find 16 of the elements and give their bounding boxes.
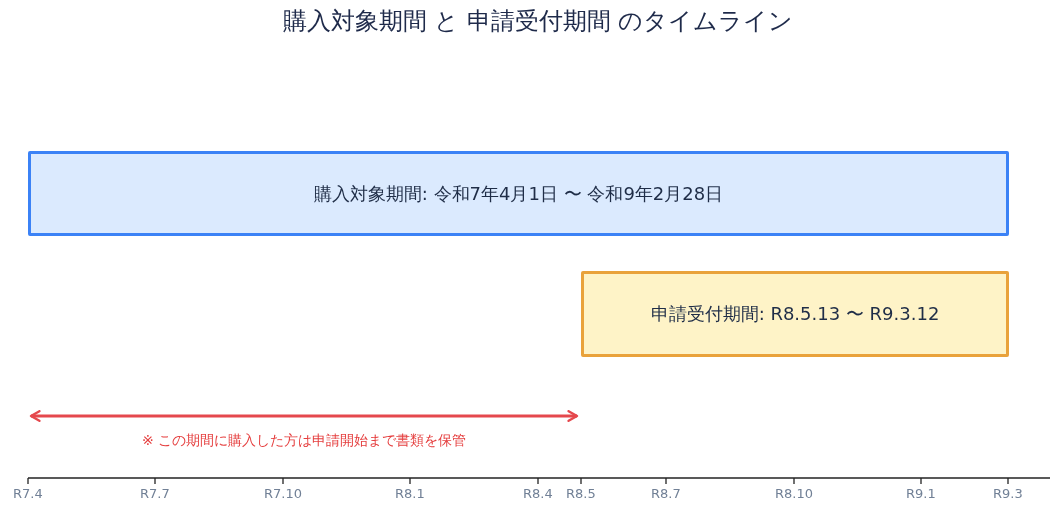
tick-label: R7.10: [264, 486, 302, 501]
tick-label: R8.7: [651, 486, 681, 501]
period-bar: [28, 151, 1009, 236]
tick-label: R9.1: [906, 486, 936, 501]
tick-label: R8.4: [523, 486, 553, 501]
tick-label: R8.1: [395, 486, 425, 501]
period-label: 申請受付期間: R8.5.13 〜 R9.3.12: [650, 302, 940, 326]
tick-label: R7.7: [140, 486, 170, 501]
tick-label: R8.10: [775, 486, 813, 501]
period-bar: [581, 271, 1009, 357]
tick-label: R9.3: [993, 486, 1023, 501]
note-text: ※ この期間に購入した方は申請開始まで書類を保管: [142, 432, 467, 450]
chart-title: 購入対象期間 と 申請受付期間 のタイムライン: [282, 6, 794, 37]
tick-label: R8.5: [566, 486, 596, 501]
period-label: 購入対象期間: 令和7年4月1日 〜 令和9年2月28日: [313, 181, 724, 206]
tick-label: R7.4: [13, 486, 43, 501]
